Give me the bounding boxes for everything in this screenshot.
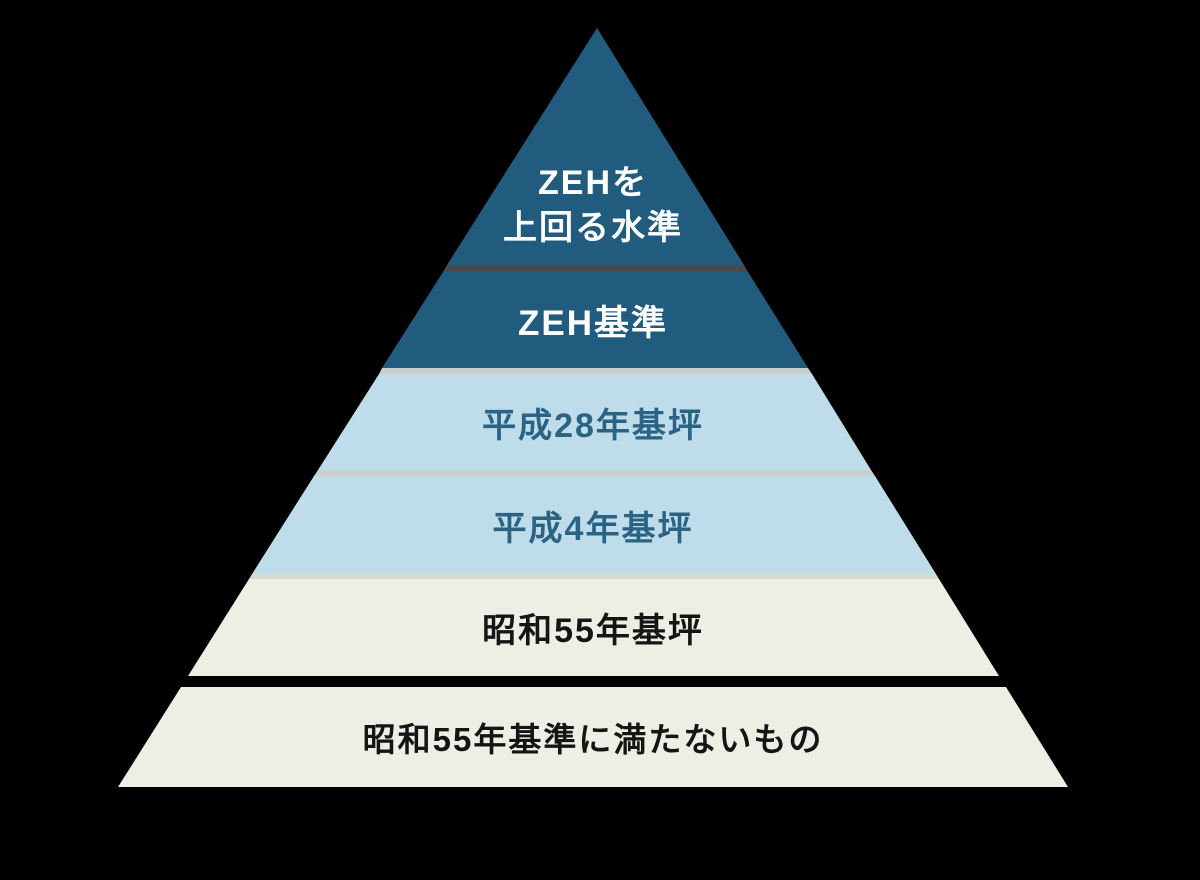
separator-5 xyxy=(299,676,1068,687)
separator-3 xyxy=(314,470,875,476)
level-below-showa-55-label: 昭和55年基準に満たないもの xyxy=(362,721,824,758)
level-heisei-28-label: 平成28年基坪 xyxy=(482,406,704,445)
level-above-zeh-line1: ZEHを xyxy=(538,164,648,202)
separator-2 xyxy=(379,368,812,374)
pyramid-level-showa-55: 昭和55年基坪 xyxy=(188,579,999,676)
pyramid-level-above-zeh: ZEHを 上回る水準 xyxy=(447,28,744,265)
separator-4 xyxy=(249,574,939,579)
level-heisei-4-label: 平成4年基坪 xyxy=(492,509,694,548)
level-zeh-standard-label: ZEH基準 xyxy=(517,303,668,343)
pyramid-level-zeh-standard: ZEH基準 xyxy=(382,272,808,368)
level-showa-55-label: 昭和55年基坪 xyxy=(482,612,704,650)
level-above-zeh-line2: 上回る水準 xyxy=(503,209,683,247)
level-above-zeh-label: ZEHを 上回る水準 xyxy=(503,161,683,251)
pyramid-level-heisei-28: 平成28年基坪 xyxy=(318,374,871,470)
pyramid-level-heisei-4: 平成4年基坪 xyxy=(252,476,936,574)
separator-1 xyxy=(443,265,748,272)
pyramid-level-below-showa-55: 昭和55年基準に満たないもの xyxy=(118,687,1068,787)
